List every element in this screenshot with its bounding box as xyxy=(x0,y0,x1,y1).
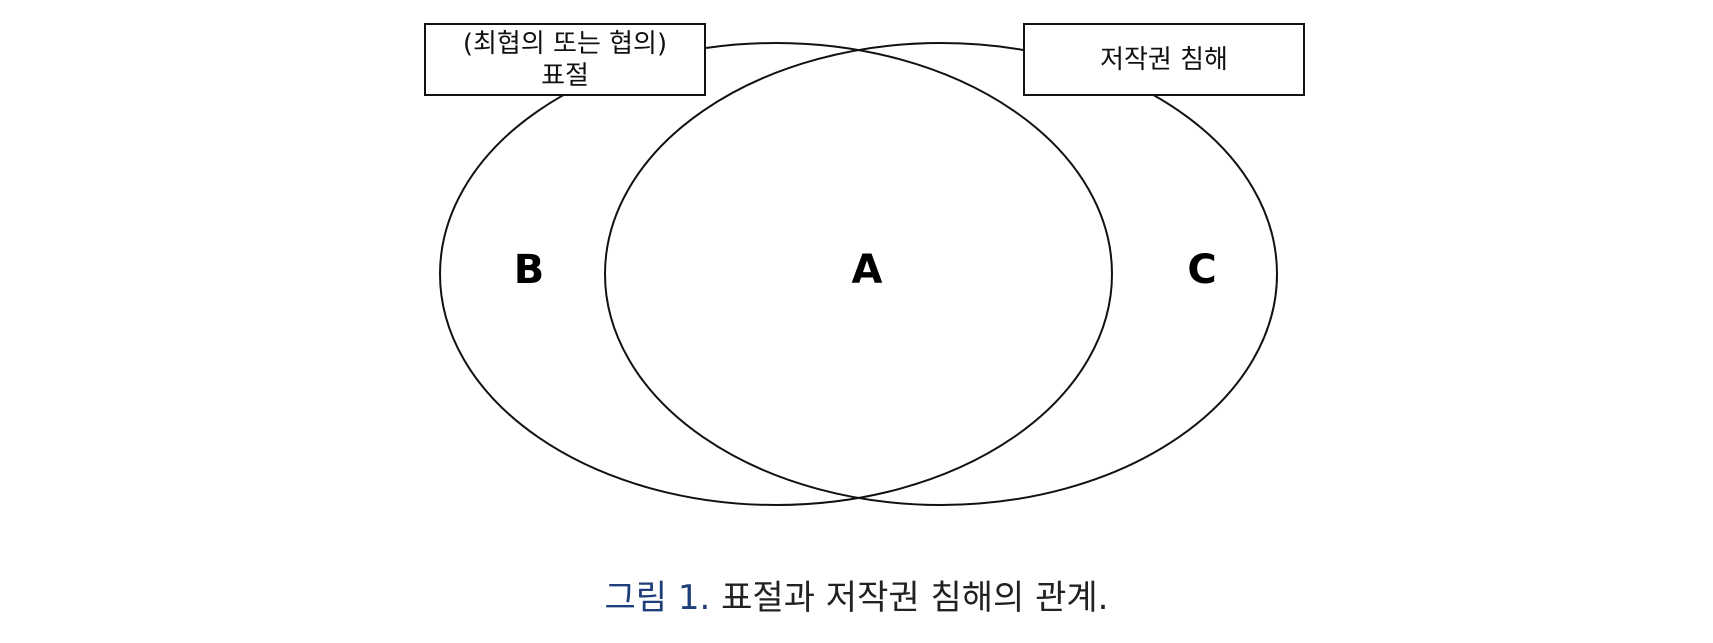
copyright-label-box xyxy=(1023,23,1305,96)
region-b-label: B xyxy=(514,247,545,293)
region-c-label: C xyxy=(1187,247,1216,293)
region-a-label: A xyxy=(852,247,883,293)
copyright-set-ellipse xyxy=(604,42,1278,506)
figure-caption-text: 표절과 저작권 침해의 관계. xyxy=(721,578,1109,618)
plagiarism-label-box xyxy=(424,23,706,96)
plagiarism-set-ellipse xyxy=(439,42,1113,506)
figure-caption: 그림 1. 표절과 저작권 침해의 관계. xyxy=(0,578,1713,618)
plagiarism-label-line2: 표절 xyxy=(541,61,589,91)
plagiarism-label-line1: (최협의 또는 협의) xyxy=(463,29,667,59)
figure-number: 그림 1. xyxy=(604,578,711,618)
copyright-label: 저작권 침해 xyxy=(1100,45,1228,75)
